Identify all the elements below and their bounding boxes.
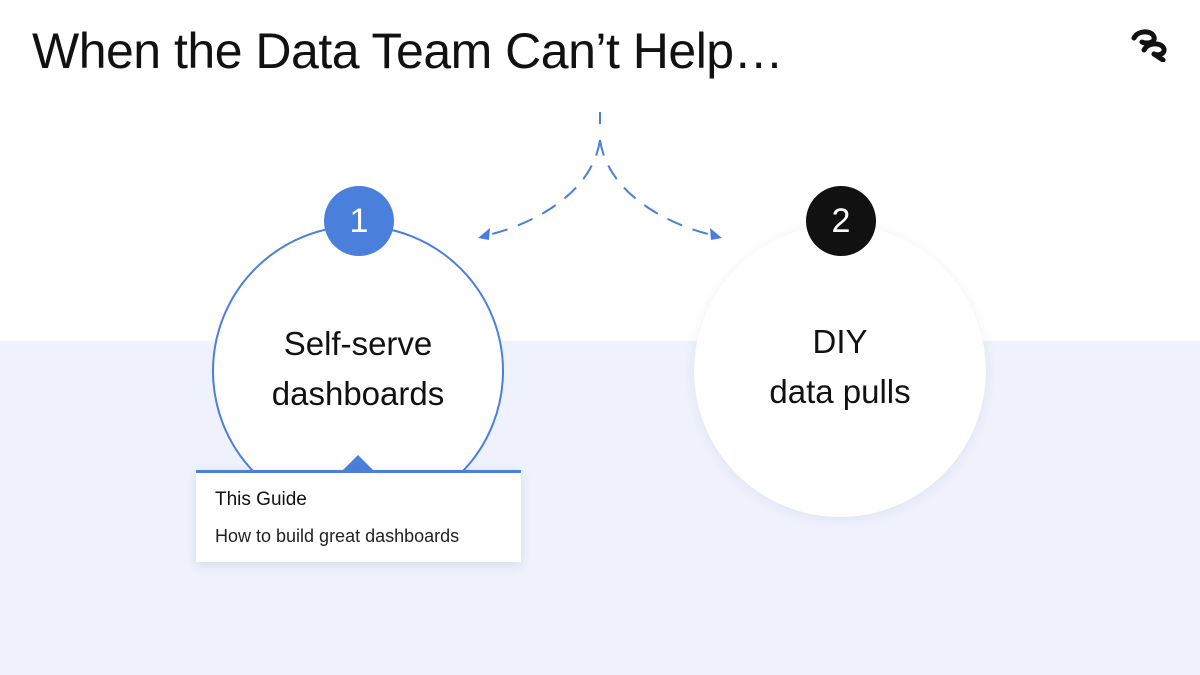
slide-title: When the Data Team Can’t Help… (32, 23, 784, 79)
left-arrowhead-icon (478, 228, 490, 240)
option-label-line: DIY (812, 323, 868, 360)
guide-title: This Guide (215, 489, 307, 510)
right-arrowhead-icon (710, 228, 722, 240)
guide-pointer-icon (343, 455, 373, 470)
option-label-self-serve: Self-serve dashboards (214, 319, 502, 419)
guide-subtitle: How to build great dashboards (215, 526, 460, 546)
number-badge-2: 2 (806, 186, 876, 256)
option-circle-diy: DIY data pulls (694, 225, 986, 517)
option-label-line: dashboards (271, 375, 445, 412)
guide-callout-card: This Guide How to build great dashboards (196, 470, 521, 562)
right-branch-arrow (599, 139, 713, 236)
left-branch-arrow (487, 139, 601, 236)
number-badge-1: 1 (324, 186, 394, 256)
option-label-diy: DIY data pulls (694, 317, 986, 417)
option-label-line: Self-serve (283, 325, 433, 362)
brand-logo-icon (1131, 29, 1167, 62)
option-label-line: data pulls (769, 373, 911, 410)
